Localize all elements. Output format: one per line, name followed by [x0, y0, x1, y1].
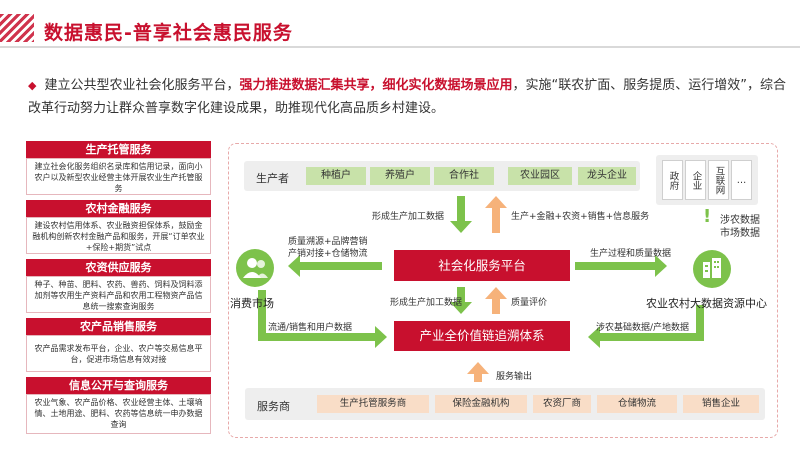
- panel-title-agri-supply: 农资供应服务: [26, 259, 211, 276]
- panel-title-production-custody: 生产托管服务: [26, 141, 211, 158]
- consumer-market-icon: [236, 249, 274, 287]
- header-divider: [0, 46, 800, 48]
- header-decoration: [0, 14, 34, 42]
- provider-chip: 销售企业: [683, 395, 759, 413]
- panel-body-production-custody: 建立社会化服务组织名录库和信用记录，面向小农户以及新型农业经营主体开展农业生产托…: [26, 158, 211, 195]
- label-process-quality: 生产过程和质量数据: [590, 249, 672, 259]
- bigdata-center-label: 农业农村大数据资源中心: [646, 297, 767, 310]
- label-service-output: 服务输出: [496, 372, 533, 382]
- intro-paragraph: ◆ 建立公共型农业社会化服务平台，强力推进数据汇集共享，细化实化数据场景应用，实施…: [28, 74, 788, 120]
- producer-chip: 养殖户: [370, 167, 430, 185]
- source-more: …: [731, 160, 752, 200]
- arrow-right-icon: [575, 255, 667, 277]
- intro-text-1: 建立公共型农业社会化服务平台，: [44, 78, 240, 93]
- provider-chip: 仓储物流: [597, 395, 677, 413]
- traceability-system: 产业全价值链追溯体系: [394, 321, 570, 351]
- arrow-up-icon: [485, 196, 507, 233]
- arrow-left-icon: [288, 255, 382, 277]
- panel-title-info-query: 信息公开与查询服务: [26, 377, 211, 394]
- provider-chip: 保险金融机构: [435, 395, 527, 413]
- diamond-bullet-icon: ◆: [28, 79, 37, 92]
- panel-body-product-sales: 农产品需求发布平台，企业、农户等交易信息平台，促进市场信息有效对接: [26, 335, 211, 372]
- arrow-up-icon: [467, 362, 489, 382]
- source-gov: 政府: [662, 160, 683, 200]
- source-internet: 互联网: [708, 160, 729, 200]
- source-enterprise: 企业: [685, 160, 706, 200]
- provider-label: 服务商: [257, 400, 290, 413]
- arrow-left-icon: [588, 305, 704, 348]
- label-form-data-mid: 形成生产加工数据: [390, 298, 463, 308]
- arrow-down-icon: [450, 196, 472, 233]
- panel-title-rural-finance: 农村金融服务: [26, 200, 211, 217]
- provider-chip: 生产托管服务商: [317, 395, 429, 413]
- page-title: 数据惠民-普享社会惠民服务: [44, 22, 293, 44]
- agri-data-label: 涉农数据 市场数据: [720, 215, 760, 239]
- provider-chip: 农资厂商: [533, 395, 591, 413]
- arrow-down-icon: [450, 287, 472, 314]
- label-circulation: 流通/销售和用户数据: [268, 323, 353, 333]
- label-production-plus: 生产+金融+农资+销售+信息服务: [511, 212, 650, 222]
- producer-label: 生产者: [256, 172, 289, 185]
- arrow-right-icon: [258, 290, 387, 348]
- producer-chip: 农业园区: [508, 167, 572, 185]
- intro-highlight-2: 细化实化数据场景应用: [382, 78, 513, 93]
- arrow-up-icon: [485, 287, 507, 314]
- exclaim-icon: !: [703, 206, 712, 227]
- producer-chip: 合作社: [434, 167, 494, 185]
- intro-text-2: ，实施“联农扩面、服务提质、运行增效”，综合改革行动努力让群众普享数字化建设成果…: [28, 78, 786, 116]
- consumer-market-label: 消费市场: [230, 297, 274, 310]
- producer-chip: 种植户: [306, 167, 366, 185]
- diagram-frame: [228, 143, 778, 438]
- label-basic-data: 涉农基础数据/产地数据: [596, 323, 690, 333]
- panel-body-agri-supply: 种子、种苗、肥料、农药、兽药、饲料及饲料添加剂等农用生产资料产品和农用工程物资产…: [26, 276, 211, 313]
- producer-chip: 龙头企业: [578, 167, 636, 185]
- intro-highlight-1: 强力推进数据汇集共享，: [239, 78, 383, 93]
- panel-title-product-sales: 农产品销售服务: [26, 318, 211, 335]
- panel-body-rural-finance: 建设农村信用体系、农业融资担保体系，鼓励金融机构创新农村金融产品和服务，开展“订…: [26, 217, 211, 254]
- panel-body-info-query: 农业气象、农产品价格、农业经营主体、土壤墒情、土地用途、肥料、农药等信息统一申办…: [26, 394, 211, 434]
- label-form-data-top: 形成生产加工数据: [372, 212, 445, 222]
- label-quality-trace: 质量溯源+品牌营销 产销对接+仓储物流: [288, 237, 368, 259]
- bigdata-center-icon: [693, 250, 731, 288]
- social-service-platform: 社会化服务平台: [394, 250, 570, 281]
- label-quality-eval: 质量评价: [511, 298, 548, 308]
